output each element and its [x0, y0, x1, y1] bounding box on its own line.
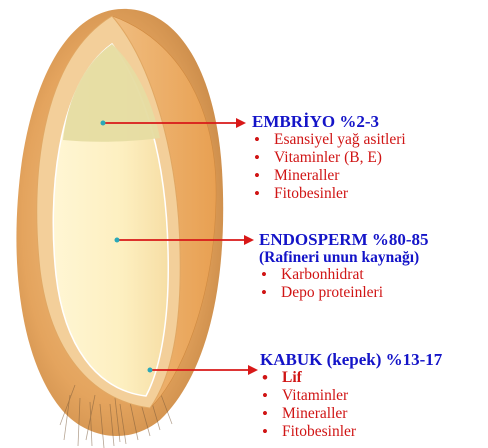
- bran-item: Fitobesinler: [260, 423, 442, 441]
- embryo-list: Esansiyel yağ asitleri Vitaminler (B, E)…: [252, 131, 406, 203]
- bran-list: Lif Vitaminler Mineraller Fitobesinler: [260, 369, 442, 441]
- bran-item: Mineraller: [260, 405, 442, 423]
- embryo-item: Esansiyel yağ asitleri: [252, 131, 406, 149]
- embryo-title: EMBRİYO %2-3: [252, 112, 406, 131]
- embryo-item: Mineraller: [252, 167, 406, 185]
- endosperm-list: Karbonhidrat Depo proteinleri: [259, 266, 429, 302]
- endosperm-item: Karbonhidrat: [259, 266, 429, 284]
- bran-item: Lif: [260, 369, 442, 387]
- bran-label: KABUK (kepek) %13-17 Lif Vitaminler Mine…: [260, 350, 442, 441]
- endosperm-subtitle: (Rafineri unun kaynağı): [259, 249, 429, 266]
- bran-item: Vitaminler: [260, 387, 442, 405]
- endosperm-title: ENDOSPERM %80-85: [259, 230, 429, 249]
- bran-title: KABUK (kepek) %13-17: [260, 350, 442, 369]
- embryo-label: EMBRİYO %2-3 Esansiyel yağ asitleri Vita…: [252, 112, 406, 203]
- embryo-item: Fitobesinler: [252, 185, 406, 203]
- endosperm-label: ENDOSPERM %80-85 (Rafineri unun kaynağı)…: [259, 230, 429, 302]
- endosperm-item: Depo proteinleri: [259, 284, 429, 302]
- embryo-item: Vitaminler (B, E): [252, 149, 406, 167]
